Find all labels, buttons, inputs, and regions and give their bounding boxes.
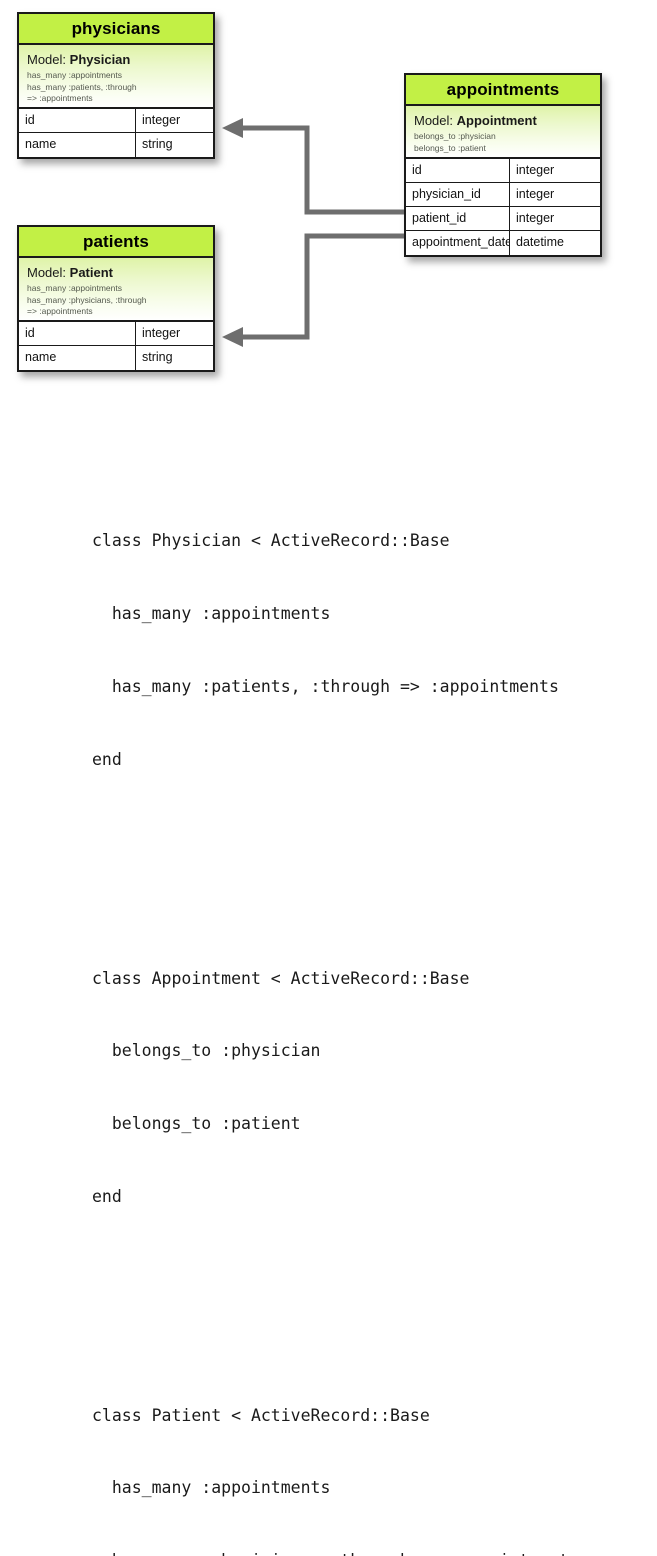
field-type: string xyxy=(142,137,173,151)
entity-title-appointments: appointments xyxy=(406,75,600,106)
field-type: integer xyxy=(142,326,181,340)
arrow-head-icon xyxy=(222,327,243,347)
association-line: has_many :patients, :through xyxy=(27,81,137,92)
field-name: name xyxy=(19,133,136,157)
table-row[interactable]: physician_id integer xyxy=(406,183,600,207)
entity-model-physicians: Model: Physician has_many :appointments … xyxy=(19,45,213,109)
code-listing: class Physician < ActiveRecord::Base has… xyxy=(92,408,652,1556)
field-type: integer xyxy=(516,163,555,177)
entity-model-appointments: Model: Appointment belongs_to :physician… xyxy=(406,106,600,159)
field-name: patient_id xyxy=(406,207,510,230)
code-line: belongs_to :physician xyxy=(92,1041,321,1061)
code-block-appointment: class Appointment < ActiveRecord::Base b… xyxy=(92,918,652,1258)
association-line: belongs_to :patient xyxy=(414,142,486,153)
code-line: class Physician < ActiveRecord::Base xyxy=(92,531,450,551)
field-type: string xyxy=(142,350,173,364)
entity-table-appointments[interactable]: appointments Model: Appointment belongs_… xyxy=(404,73,602,257)
table-row[interactable]: name string xyxy=(19,133,213,157)
code-line: has_many :appointments xyxy=(92,1478,331,1498)
model-heading: Model: Patient xyxy=(27,264,205,281)
code-line: belongs_to :patient xyxy=(92,1114,301,1134)
model-label: Model: xyxy=(27,52,67,67)
association-line: => :appointments xyxy=(27,93,93,103)
table-row[interactable]: id integer xyxy=(19,109,213,133)
model-heading: Model: Appointment xyxy=(414,112,592,129)
connector-line xyxy=(243,125,404,215)
field-type: integer xyxy=(516,187,555,201)
model-heading: Model: Physician xyxy=(27,51,205,68)
field-name: physician_id xyxy=(406,183,510,206)
model-label: Model: xyxy=(27,265,67,280)
association-line: belongs_to :physician xyxy=(414,131,496,141)
model-label: Model: xyxy=(414,113,454,128)
association-line: => :appointments xyxy=(27,306,93,316)
table-row[interactable]: appointment_date datetime xyxy=(406,231,600,255)
entity-table-patients[interactable]: patients Model: Patient has_many :appoin… xyxy=(17,225,215,372)
entity-title-patients: patients xyxy=(19,227,213,258)
table-row[interactable]: name string xyxy=(19,346,213,370)
connector-line xyxy=(243,233,404,340)
code-line: class Patient < ActiveRecord::Base xyxy=(92,1405,430,1425)
field-name: name xyxy=(19,346,136,370)
table-row[interactable]: id integer xyxy=(406,159,600,183)
field-type: integer xyxy=(516,211,555,225)
er-diagram: physicians Model: Physician has_many :ap… xyxy=(0,0,657,400)
code-line: class Appointment < ActiveRecord::Base xyxy=(92,968,470,988)
model-name: Appointment xyxy=(456,113,537,128)
association-line: has_many :appointments xyxy=(27,70,122,80)
field-type: datetime xyxy=(516,235,564,249)
code-line: end xyxy=(92,750,122,770)
code-block-physician: class Physician < ActiveRecord::Base has… xyxy=(92,481,652,821)
model-name: Physician xyxy=(69,52,131,67)
field-type: integer xyxy=(142,113,181,127)
entity-table-physicians[interactable]: physicians Model: Physician has_many :ap… xyxy=(17,12,215,159)
entity-model-patients: Model: Patient has_many :appointments ha… xyxy=(19,258,213,322)
field-name: id xyxy=(19,322,136,345)
code-line: has_many :appointments xyxy=(92,604,331,624)
field-name: appointment_date xyxy=(406,231,510,255)
entity-title-physicians: physicians xyxy=(19,14,213,45)
code-line: end xyxy=(92,1187,122,1207)
table-row[interactable]: patient_id integer xyxy=(406,207,600,231)
model-name: Patient xyxy=(69,265,113,280)
field-name: id xyxy=(406,159,510,182)
code-line: has_many :physicians, :through => :appoi… xyxy=(92,1549,652,1556)
code-block-patient: class Patient < ActiveRecord::Base has_m… xyxy=(92,1355,652,1556)
table-row[interactable]: id integer xyxy=(19,322,213,346)
association-line: has_many :appointments xyxy=(27,283,122,293)
association-line: has_many :physicians, :through xyxy=(27,294,147,305)
field-name: id xyxy=(19,109,136,132)
relation-physician-fk xyxy=(222,118,404,215)
code-line: has_many :patients, :through => :appoint… xyxy=(92,677,559,697)
arrow-head-icon xyxy=(222,118,243,138)
relation-patient-fk xyxy=(222,233,404,347)
